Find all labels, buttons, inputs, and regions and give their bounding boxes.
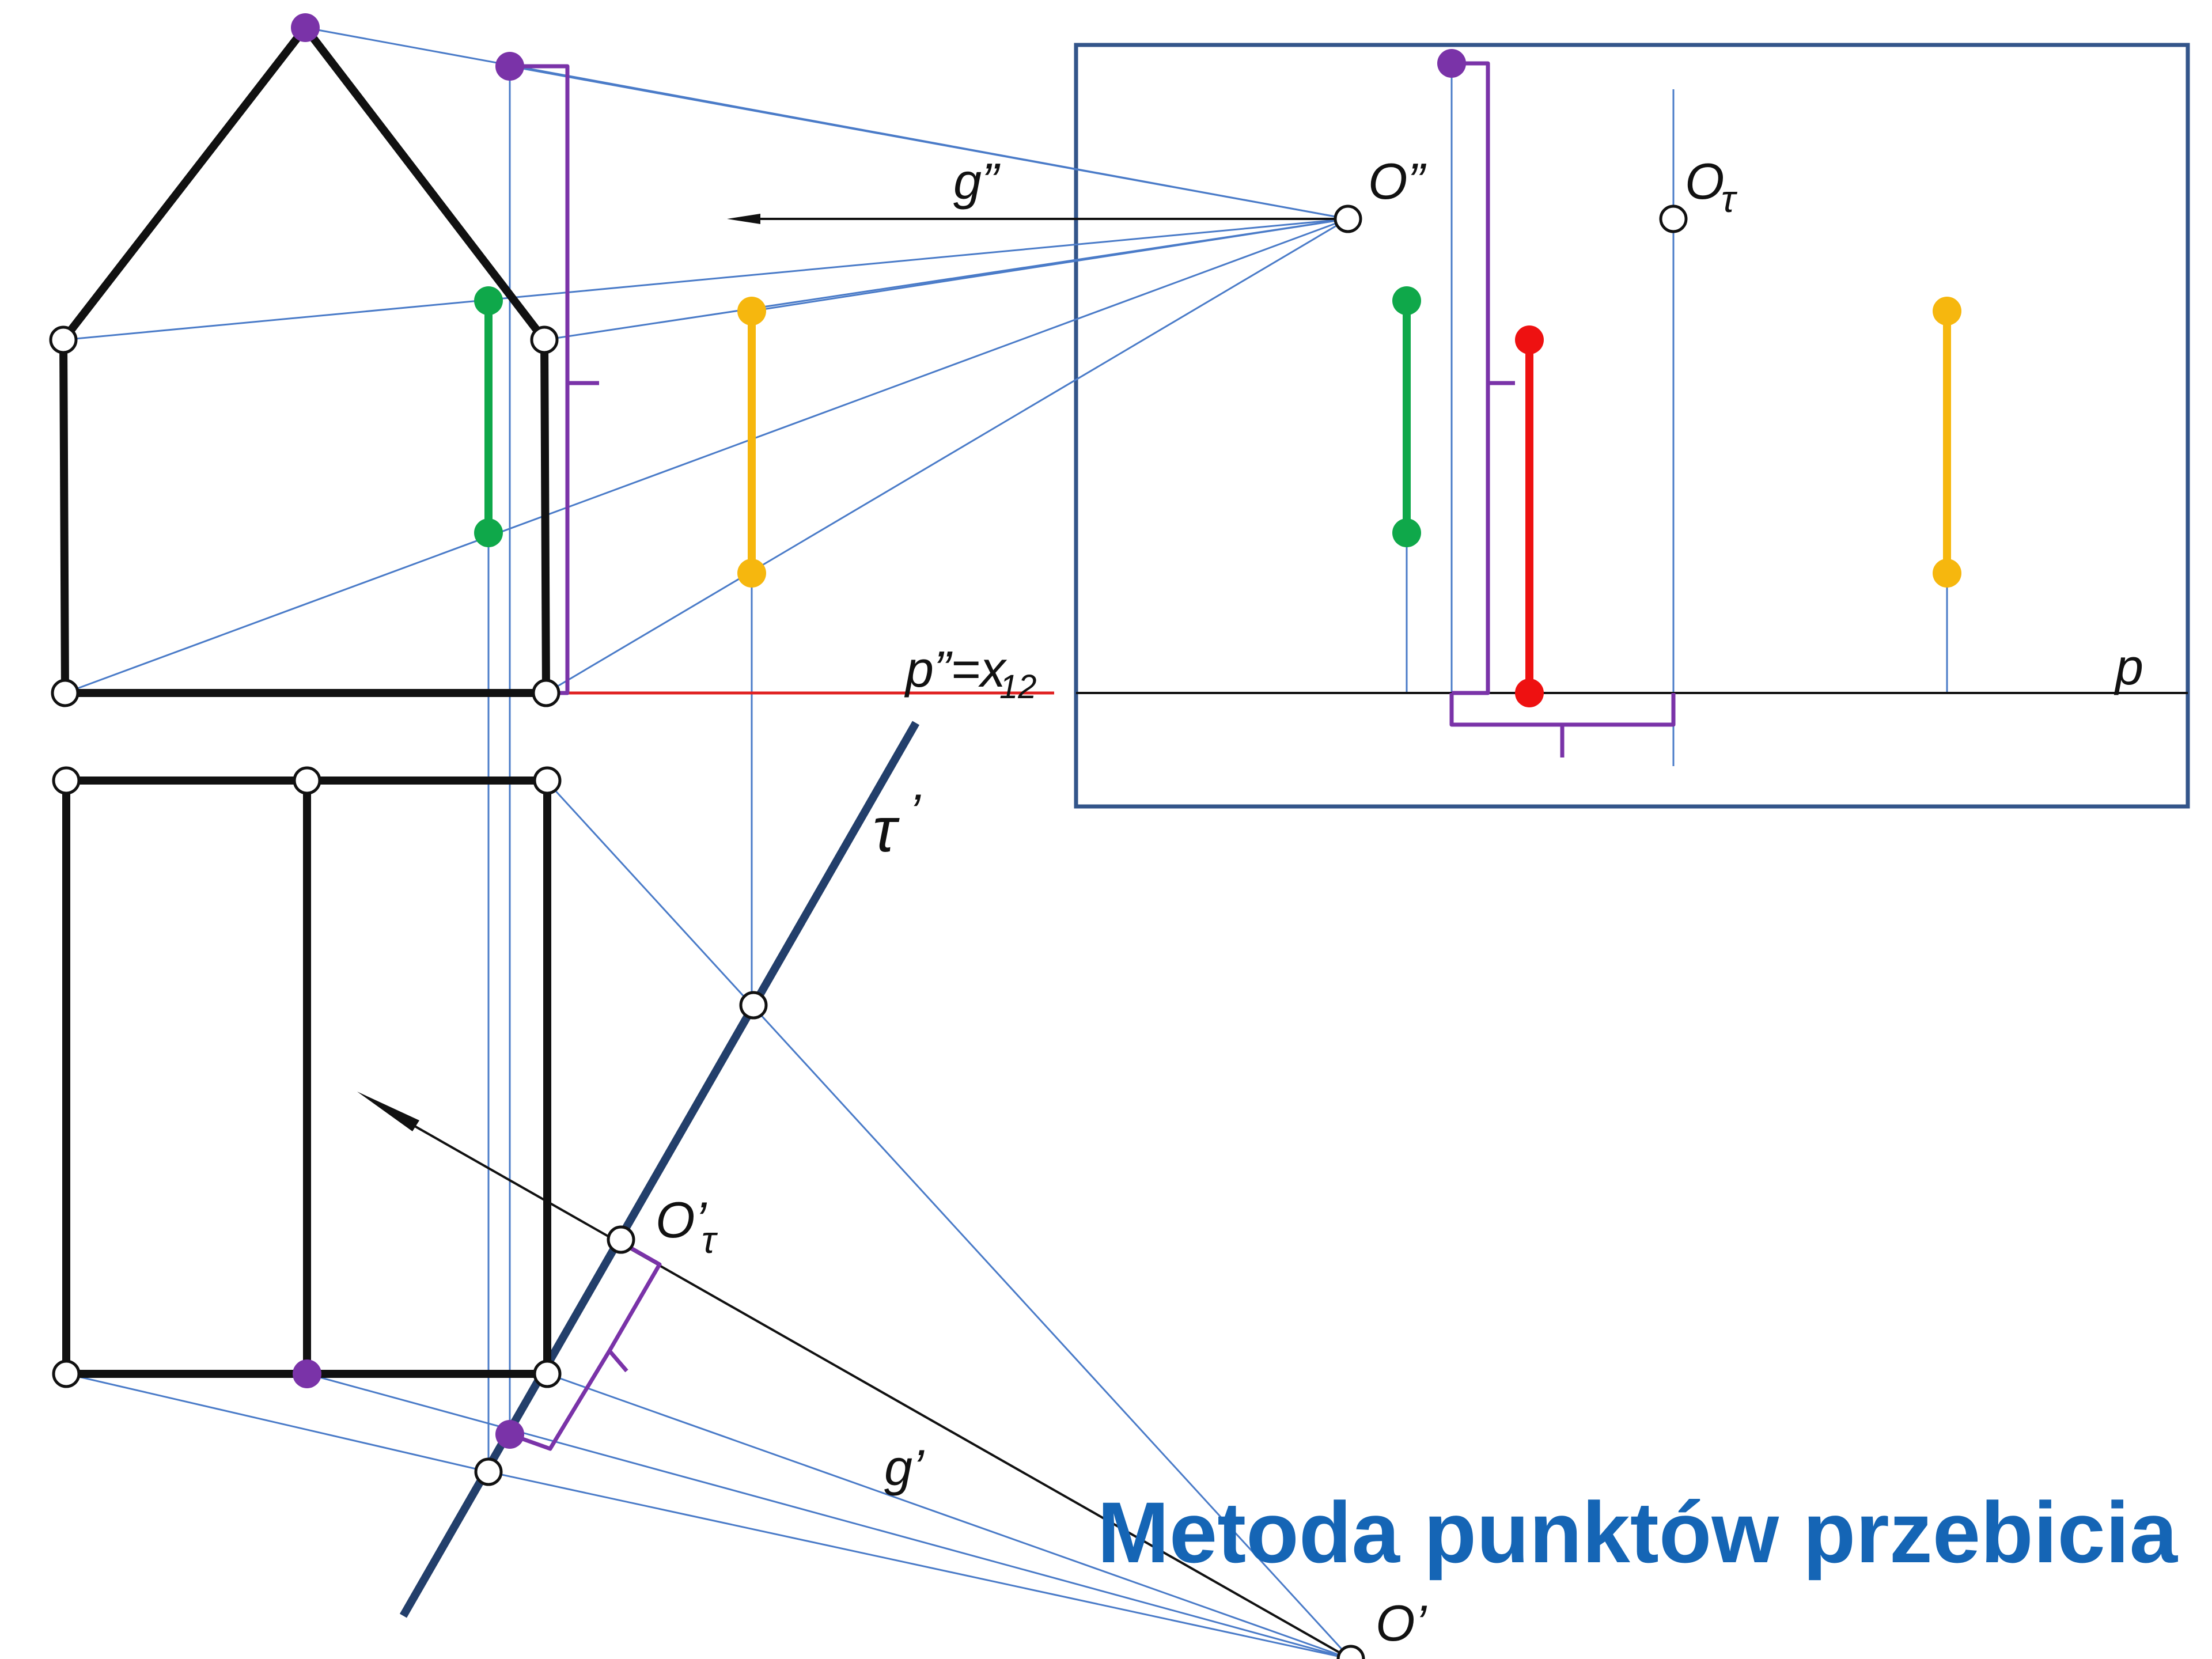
point-o-tau	[1659, 204, 1688, 233]
construction-lines	[63, 26, 1948, 1659]
ray-plan-corner-to-o1	[545, 779, 1352, 1659]
point-plan-bottom-left	[52, 1359, 81, 1388]
label-g-prime: g’	[884, 1439, 925, 1496]
point-plan-bottom-mid-purple	[293, 1359, 321, 1388]
point-plan-top-right	[533, 766, 562, 795]
g-prime-line	[414, 1125, 1351, 1659]
brace-plan	[509, 1239, 662, 1451]
ray-left-base-to-o2	[65, 218, 1349, 694]
label-tau-prime: τ	[873, 794, 900, 865]
colored-segments	[484, 297, 1951, 697]
ray-plan-bottom-left-b	[488, 1471, 1351, 1659]
point-plan-top-left	[52, 766, 81, 795]
point-yellow-top	[737, 297, 766, 325]
house-outline	[59, 24, 550, 697]
ray-yellow-to-o2	[751, 218, 1349, 312]
point-apex-purple	[291, 13, 320, 42]
point-frame-purple	[1437, 49, 1466, 78]
point-frame-green-bottom	[1392, 518, 1421, 547]
diagram-title: Metoda punktów przebicia	[1097, 1484, 2179, 1581]
label-o-prime: O’	[1376, 1594, 1427, 1652]
label-p-right: p	[2113, 638, 2143, 695]
label-p-axis-subscript: 12	[999, 668, 1037, 706]
open-points	[49, 204, 1688, 1659]
point-frame-green-top	[1392, 286, 1421, 315]
point-left-eave	[49, 325, 78, 354]
point-o-prime	[1336, 1645, 1365, 1659]
house-elevation	[59, 24, 550, 697]
point-plan-top-mid	[293, 766, 321, 795]
ray-plan-bottom-right-to-o1	[547, 1373, 1351, 1659]
point-purple-top	[495, 52, 524, 81]
label-o-tau-subscript: τ	[1721, 177, 1738, 220]
point-plan-purple-intersection	[495, 1420, 524, 1449]
filled-points	[291, 13, 1961, 1449]
point-green-bottom	[474, 518, 503, 547]
point-green-top	[474, 286, 503, 315]
ray-left-eave-to-o2	[63, 218, 1349, 341]
label-p-axis: p”=x	[904, 641, 1007, 698]
point-frame-red-bottom	[1515, 679, 1544, 707]
ray-plan-purple-to-o1	[306, 1373, 1351, 1659]
brace-elevation	[510, 64, 599, 695]
point-o-double-prime	[1334, 204, 1362, 233]
point-o-tau-prime	[607, 1225, 635, 1254]
label-g-double-prime: g”	[953, 153, 1001, 210]
label-o-double-prime: O”	[1368, 153, 1426, 210]
point-left-base	[51, 679, 79, 707]
point-tau-intersection	[739, 991, 768, 1020]
ray-plan-bottom-left-a	[66, 1373, 489, 1473]
label-tau-prime-mark: ’	[909, 783, 921, 840]
point-yellow-bottom	[737, 559, 766, 588]
label-o-tau: O	[1685, 153, 1724, 210]
point-frame-yellow-bottom	[1933, 559, 1961, 588]
label-o-tau-prime-subscript: τ	[702, 1218, 718, 1261]
point-plan-bottom-right	[533, 1359, 562, 1388]
point-frame-yellow-top	[1933, 297, 1961, 325]
point-tau-lower	[474, 1457, 503, 1486]
point-right-base	[532, 679, 560, 707]
ray-purple-to-o2	[509, 65, 1349, 220]
point-frame-red-top	[1515, 325, 1544, 354]
brace-picture-horizontal	[1449, 693, 1676, 757]
g-prime-arrowhead	[357, 1092, 419, 1131]
g-double-prime-arrowhead	[727, 214, 760, 224]
label-o-tau-prime: O’	[656, 1191, 707, 1248]
brace-picture-vertical	[1452, 61, 1515, 695]
picture-plane-frame	[1074, 43, 2190, 809]
house-plan	[62, 777, 551, 1378]
ray-right-base-to-o2	[546, 218, 1349, 694]
point-right-eave	[530, 325, 559, 354]
